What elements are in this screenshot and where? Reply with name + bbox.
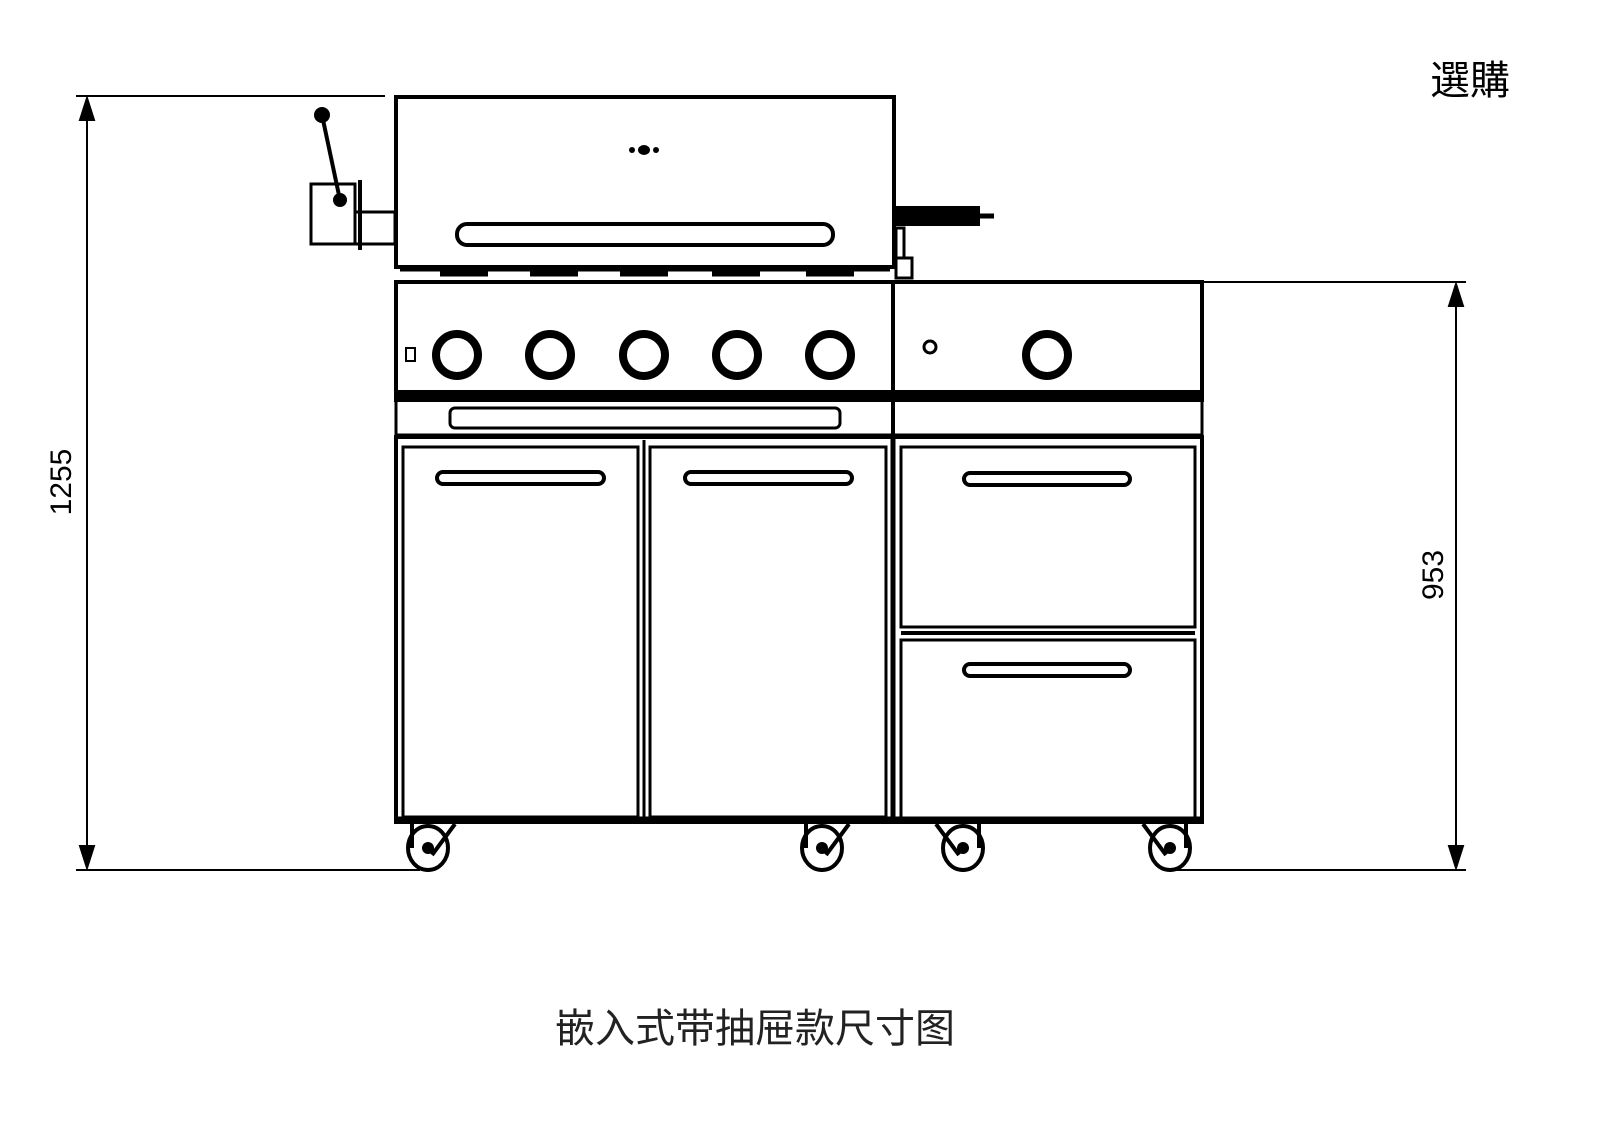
diagram-caption: 嵌入式带抽屉款尺寸图 xyxy=(555,1006,955,1052)
grill-hood xyxy=(394,95,896,269)
hood-handle xyxy=(455,222,835,247)
igniter-button xyxy=(405,347,416,362)
dimension-total-height xyxy=(76,94,420,872)
cabinet-door-left xyxy=(401,445,640,819)
side-igniter xyxy=(922,339,938,355)
grill-drawing xyxy=(309,95,1204,872)
dimension-counter-height xyxy=(1170,280,1466,872)
hood-logo xyxy=(629,145,659,155)
dimension-label-total-height: 1255 xyxy=(45,448,78,516)
drawer-top xyxy=(899,445,1197,629)
side-handle xyxy=(894,206,994,280)
burner-knobs xyxy=(432,330,1072,380)
casters xyxy=(406,822,1192,872)
cabinet-handles xyxy=(435,470,1132,678)
dimension-label-counter-height: 953 xyxy=(1417,549,1450,601)
rotisserie xyxy=(309,107,397,250)
page-title: 選購 xyxy=(1430,58,1510,104)
drawer-bottom xyxy=(899,638,1197,820)
cabinet xyxy=(394,435,1204,824)
grease-tray-handle xyxy=(448,406,842,430)
cabinet-door-right xyxy=(648,445,888,819)
